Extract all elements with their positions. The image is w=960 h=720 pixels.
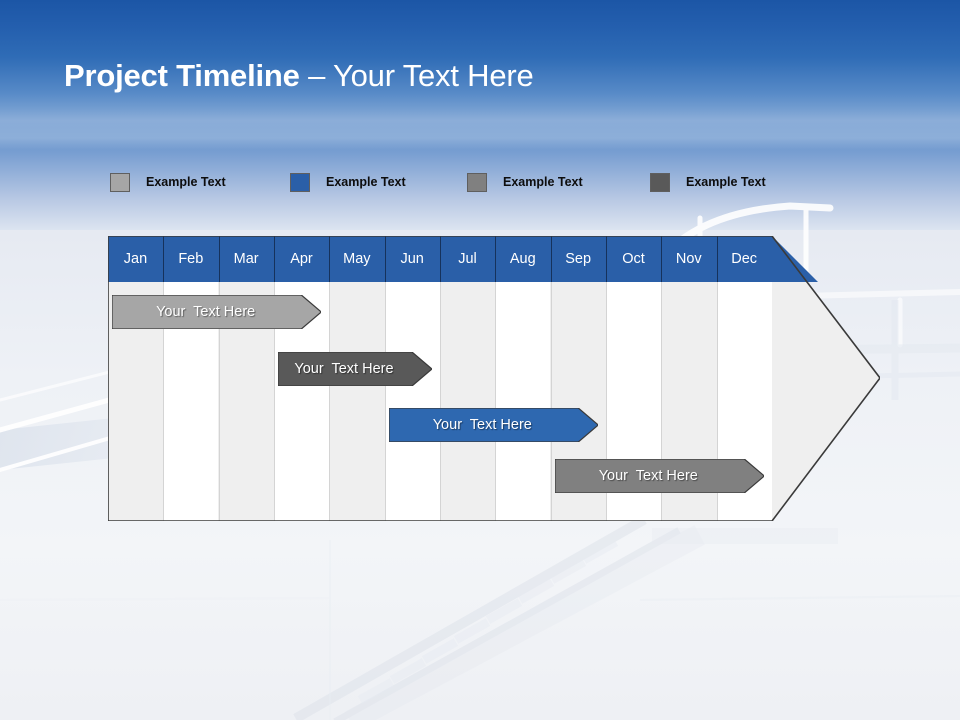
month-header-mar[interactable]: Mar [233, 251, 259, 267]
month-header-separator [384, 236, 386, 282]
column-separator [329, 282, 331, 521]
task-bar-label: Your Text Here [432, 417, 532, 433]
legend-swatch-icon [290, 172, 310, 192]
page-title-light: – Your Text Here [299, 58, 534, 93]
month-header-may[interactable]: May [343, 251, 371, 267]
page-title-strong: Project Timeline [64, 58, 300, 93]
month-header-feb[interactable]: Feb [178, 251, 204, 267]
legend-item-label: Example Text [503, 175, 583, 189]
timeline-chart: Jan Feb Mar Apr May Jun Jul Aug Sep Oct Nov Dec You… [108, 236, 880, 521]
legend-item-label: Example Text [146, 175, 226, 189]
legend-item-3[interactable]: Example Text [467, 171, 583, 193]
month-header-separator [716, 236, 718, 282]
legend-item-label: Example Text [686, 175, 766, 189]
month-header-separator [661, 236, 663, 282]
month-header-separator [273, 236, 275, 282]
month-header-separator [163, 236, 165, 282]
month-header-aug[interactable]: Aug [509, 251, 536, 267]
timeline-task-bar-3[interactable]: Your Text Here [388, 408, 598, 442]
month-header-separator [495, 236, 497, 282]
task-bar-label: Your Text Here [156, 304, 256, 320]
timeline-task-bar-4[interactable]: Your Text Here [554, 459, 764, 493]
month-header-separator [329, 236, 331, 282]
timeline-month-header: Jan Feb Mar Apr May Jun Jul Aug Sep Oct Nov Dec [108, 236, 818, 282]
legend-item-4[interactable]: Example Text [650, 171, 766, 193]
legend-item-label: Example Text [326, 175, 406, 189]
column-separator [495, 282, 497, 521]
month-header-separator [550, 236, 552, 282]
month-header-apr[interactable]: Apr [290, 251, 313, 267]
title-banner [0, 0, 960, 150]
column-separator [384, 282, 386, 521]
legend-item-1[interactable]: Example Text [110, 171, 226, 193]
month-header-jun[interactable]: Jun [400, 251, 424, 267]
month-header-separator [218, 236, 220, 282]
column-separator [550, 282, 552, 521]
month-header-sep[interactable]: Sep [565, 251, 592, 267]
month-header-jan[interactable]: Jan [123, 251, 148, 267]
month-header-jul[interactable]: Jul [458, 251, 477, 267]
page-title: Project Timeline – Your Text Here [64, 58, 534, 94]
task-bar-label: Your Text Here [294, 361, 394, 377]
month-header-nov[interactable]: Nov [675, 251, 702, 267]
month-header-oct[interactable]: Oct [622, 251, 645, 267]
legend: Example Text Example Text Example Text Exam… [110, 171, 830, 193]
task-bar-label: Your Text Here [598, 468, 698, 484]
month-header-dec[interactable]: Dec [731, 251, 758, 267]
legend-swatch-icon [467, 172, 487, 192]
month-header-separator [605, 236, 607, 282]
legend-item-2[interactable]: Example Text [290, 171, 406, 193]
legend-swatch-icon [650, 172, 670, 192]
month-header-separator [439, 236, 441, 282]
timeline-task-bar-2[interactable]: Your Text Here [277, 352, 432, 386]
timeline-task-bar-1[interactable]: Your Text Here [112, 295, 322, 329]
column-separator [439, 282, 441, 521]
legend-swatch-icon [110, 172, 130, 192]
